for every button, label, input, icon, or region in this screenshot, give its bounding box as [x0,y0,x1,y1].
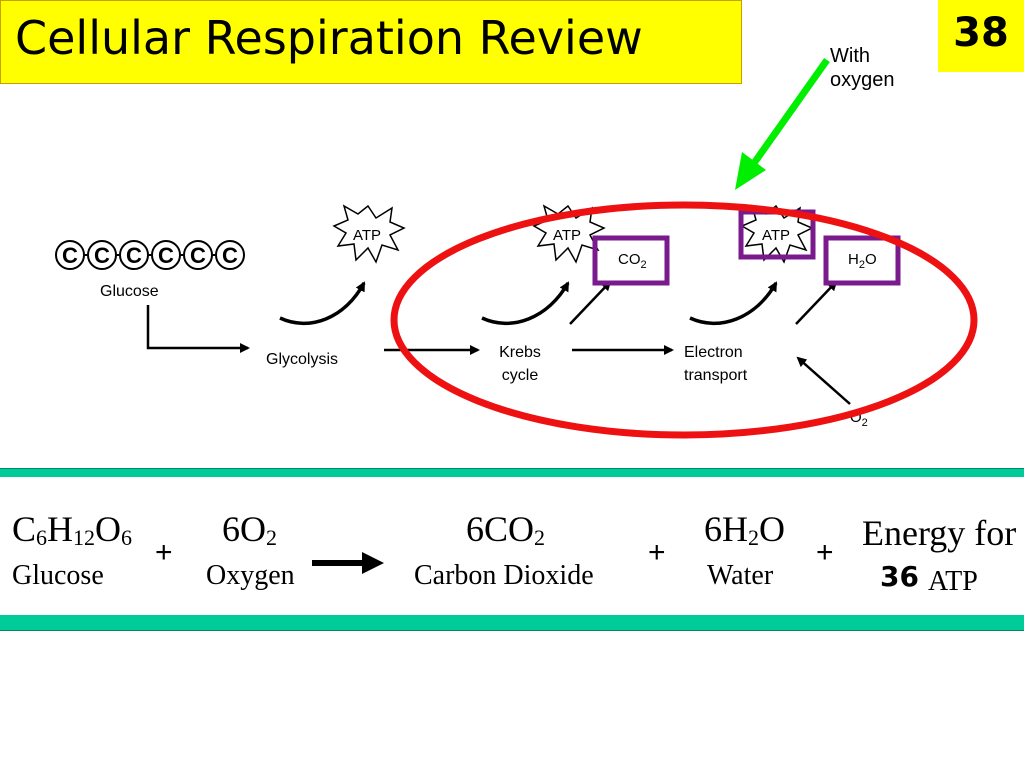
atp-count: 36 [880,560,919,593]
electron-atp-curve-arrow [689,281,778,326]
with-oxygen-label: With oxygen [830,45,895,91]
water-name: Water [707,560,774,591]
carbon-dioxide-formula: 6CO2 [466,509,546,550]
glycolysis-atp-curve-arrow [279,281,366,326]
carbon-atom-1: C [55,240,85,270]
svg-text:ATP: ATP [553,227,581,244]
carbon-atom-4: C [151,240,181,270]
page-number: 38 [953,10,1009,56]
electron-transport-label: Electron transport [684,344,748,384]
svg-text:C: C [94,243,110,268]
co2-highlight-box [592,235,670,286]
water-formula: 6H2O [704,509,785,550]
plus-sign-2: + [648,536,666,569]
svg-text:C: C [126,243,142,268]
equation-panel [0,477,1024,615]
atp-burst-glycolysis: ATP [332,204,406,264]
glucose-label: Glucose [100,283,159,300]
carbon-atom-5: C [183,240,213,270]
oxygen-formula: 6O2 [222,509,277,550]
krebs-atp-curve-arrow [481,281,570,326]
yields-arrow [312,552,384,574]
svg-text:ATP: ATP [353,227,381,244]
plus-sign-3: + [816,536,834,569]
h2o-highlight-box [823,235,901,286]
h2o-label: H2O [848,251,877,271]
glucose-formula: C6H12O6 [12,509,133,550]
plus-sign-1: + [155,536,173,569]
energy-label: Energy for [862,513,1017,553]
svg-text:C: C [190,243,206,268]
krebs-cycle-label: Krebs cycle [499,344,541,384]
svg-text:C: C [158,243,174,268]
glucose-to-glycolysis-arrow [146,305,250,353]
carbon-dioxide-name: Carbon Dioxide [414,560,594,591]
with-oxygen-pointer-arrow [735,57,830,190]
krebs-co2-arrow [569,280,612,325]
o2-label: O2 [850,409,868,429]
glucose-name: Glucose [12,560,104,591]
atp-burst-electron: ATP [740,204,814,264]
carbon-atom-2: C [87,240,117,270]
carbon-atom-6: C [215,240,245,270]
svg-text:ATP: ATP [762,227,790,244]
electron-h2o-arrow [795,280,838,325]
carbon-atom-3: C [119,240,149,270]
co2-label: CO2 [618,251,647,271]
glucose-carbon-chain: C C C C C C [55,240,245,270]
glycolysis-label: Glycolysis [266,351,339,368]
svg-text:C: C [222,243,238,268]
o2-to-electron-arrow [796,356,851,405]
svg-text:C: C [62,243,78,268]
aerobic-stages-highlight-ellipse [390,201,978,439]
page-number-box: 38 [938,0,1024,72]
title-banner: Cellular Respiration Review [0,0,742,84]
oxygen-name: Oxygen [206,560,295,591]
atp-name: ATP [928,566,978,597]
slide-title: Cellular Respiration Review [15,11,643,65]
